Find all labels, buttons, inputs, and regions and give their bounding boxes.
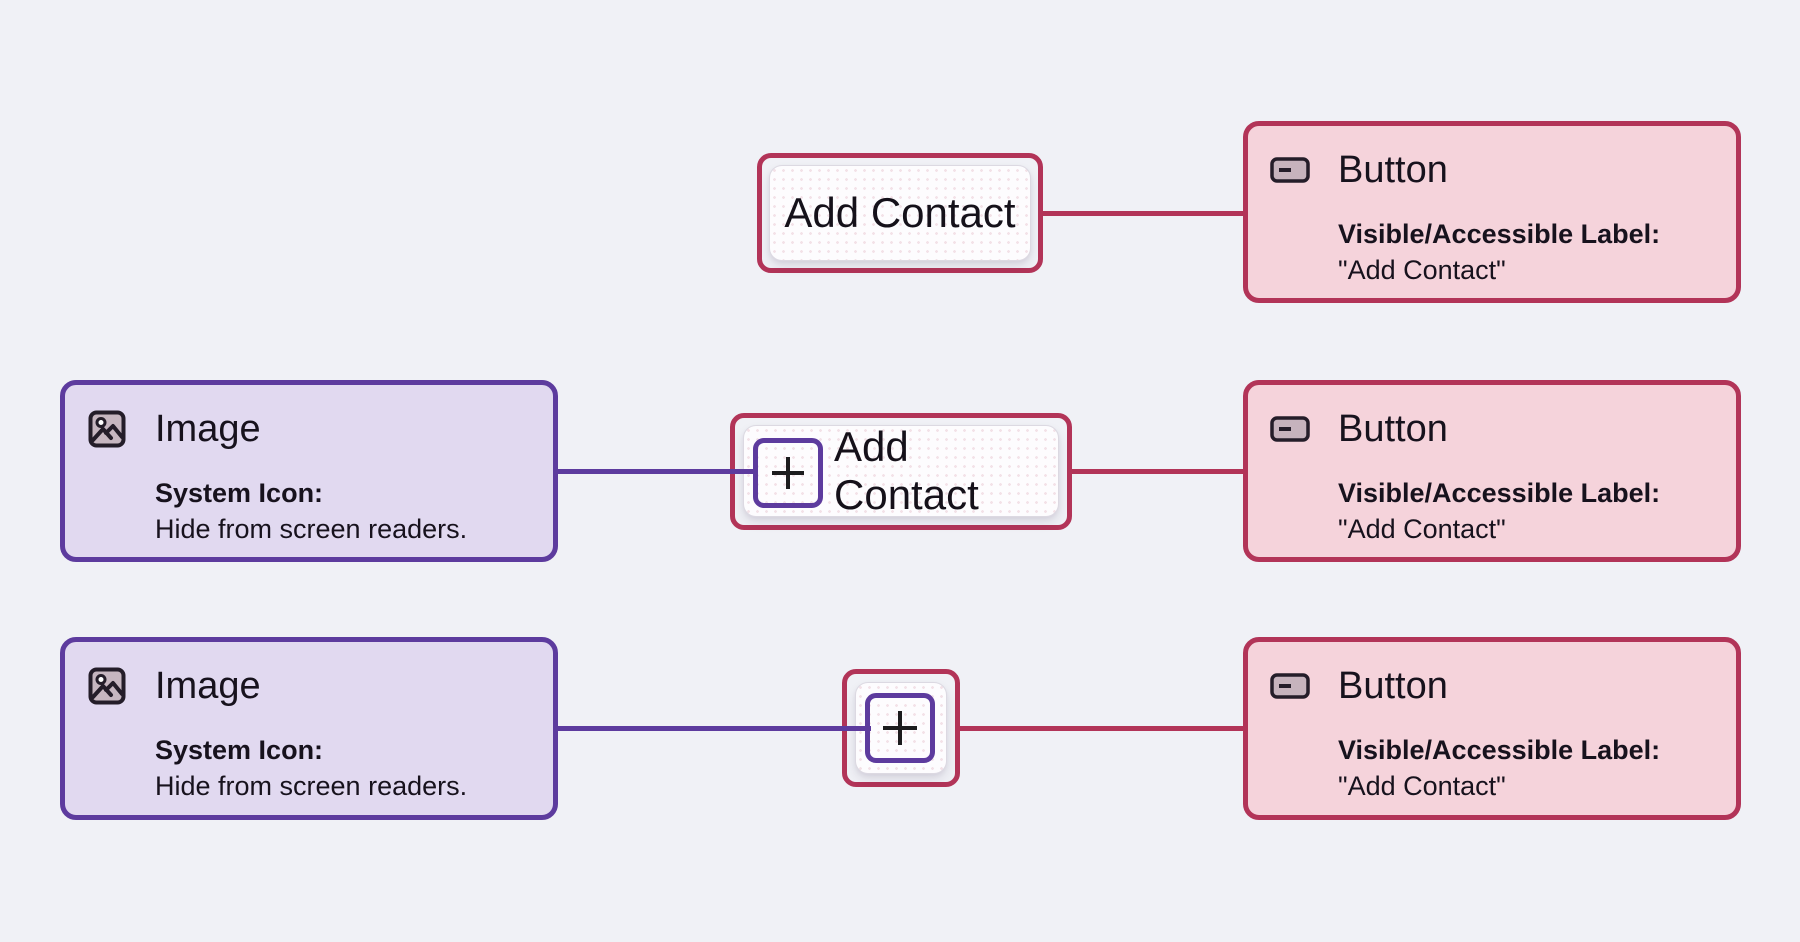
add-contact-button-label: Add Contact	[784, 189, 1016, 236]
connector-line	[556, 469, 758, 474]
annotation-field-label: System Icon:	[155, 735, 324, 765]
annotation-field-label: System Icon:	[155, 478, 324, 508]
button-annotation-outline	[757, 153, 1043, 273]
button-icon	[1270, 673, 1310, 699]
image-annotation-card: Image System Icon: Hide from screen read…	[60, 380, 558, 562]
image-annotation-card: Image System Icon: Hide from screen read…	[60, 637, 558, 820]
image-annotation-outline	[753, 438, 823, 508]
button-annotation-card: Button Visible/Accessible Label: "Add Co…	[1243, 380, 1741, 562]
button-icon	[1270, 416, 1310, 442]
annotation-title: Button	[1338, 149, 1448, 191]
connector-line	[1041, 211, 1245, 216]
annotation-title: Button	[1338, 665, 1448, 707]
annotation-field-label: Visible/Accessible Label:	[1338, 735, 1661, 765]
button-annotation-card: Button Visible/Accessible Label: "Add Co…	[1243, 637, 1741, 820]
annotation-title: Image	[155, 665, 261, 707]
button-icon	[1270, 157, 1310, 183]
connector-line	[957, 726, 1245, 731]
annotation-field-value: Hide from screen readers.	[155, 771, 468, 801]
annotation-field-value: Hide from screen readers.	[155, 514, 468, 544]
image-icon	[87, 410, 127, 448]
connector-line	[1070, 469, 1245, 474]
annotation-field-label: Visible/Accessible Label:	[1338, 478, 1661, 508]
annotation-field-label: Visible/Accessible Label:	[1338, 219, 1661, 249]
image-annotation-outline	[865, 693, 935, 763]
annotation-title: Image	[155, 408, 261, 450]
connector-line	[556, 726, 871, 731]
annotation-field-value: "Add Contact"	[1338, 514, 1506, 544]
button-annotation-card: Button Visible/Accessible Label: "Add Co…	[1243, 121, 1741, 303]
annotation-field-value: "Add Contact"	[1338, 771, 1506, 801]
annotation-title: Button	[1338, 408, 1448, 450]
add-contact-button[interactable]: Add Contact	[769, 165, 1031, 261]
add-contact-button-label: Add Contact	[834, 423, 979, 518]
plus-icon	[883, 711, 917, 745]
plus-icon	[772, 457, 804, 489]
image-icon	[87, 667, 127, 705]
annotation-field-value: "Add Contact"	[1338, 255, 1506, 285]
